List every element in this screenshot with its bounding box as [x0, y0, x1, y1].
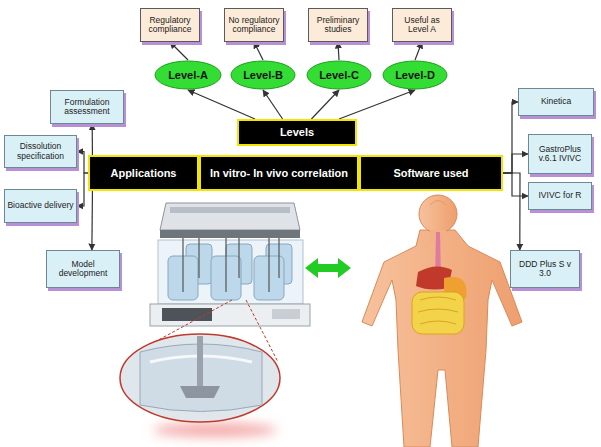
node-text: Applications	[110, 167, 176, 179]
node-text: Software used	[393, 167, 468, 179]
connector-arrow	[77, 152, 88, 174]
node-text: Formulation assessment	[52, 98, 122, 117]
heading-box: In vitro- In vivo correlation	[199, 155, 359, 191]
item-box: Kinetica	[518, 88, 594, 116]
dissolution-apparatus	[150, 203, 310, 326]
node-text: Regulatory compliance	[142, 16, 198, 35]
level-outcome-box: Regulatory compliance	[140, 8, 200, 42]
node-text: Level-A	[168, 69, 208, 81]
connector-arrow	[77, 173, 88, 206]
connector-arrow	[503, 154, 528, 173]
level-outcome-box: Useful as Level A	[392, 8, 452, 42]
level-outcome-box: No regulatory compliance	[224, 8, 284, 42]
connector-arrow	[188, 90, 255, 119]
node-text: GastroPlus v.6.1 IVIVC	[530, 145, 590, 164]
node-text: Useful as Level A	[394, 16, 450, 35]
level-oval: Level-A	[154, 60, 222, 90]
magnified-view	[120, 300, 280, 422]
double-arrow	[305, 258, 351, 278]
item-box: Formulation assessment	[50, 90, 124, 124]
node-text: Level-B	[243, 69, 283, 81]
connector-arrow	[503, 173, 520, 250]
node-text: Model development	[48, 260, 118, 279]
item-box: Bioactive delivery	[4, 189, 77, 223]
level-outcome-box: Preliminary studies	[308, 8, 368, 42]
level-oval: Level-B	[230, 60, 296, 90]
connector-arrow	[311, 90, 339, 119]
item-box: DDD Plus S v 3.0	[510, 250, 580, 288]
connector-arrow	[503, 102, 518, 173]
node-text: Dissolution specification	[6, 142, 75, 161]
connector-arrow	[91, 191, 93, 250]
node-text: Levels	[280, 126, 314, 138]
heading-box: Software used	[359, 155, 503, 191]
level-oval: Level-D	[382, 60, 448, 90]
heading-box: Levels	[237, 119, 357, 146]
connector-arrow	[254, 42, 263, 60]
node-text: No regulatory compliance	[226, 16, 282, 35]
connector-arrow	[170, 42, 188, 60]
glow	[153, 423, 277, 437]
node-text: Preliminary studies	[310, 16, 366, 35]
connector-arrow	[415, 42, 422, 60]
node-text: IVIVC for R	[539, 191, 582, 200]
item-box: Model development	[46, 250, 120, 288]
connector-arrow	[92, 124, 93, 155]
heading-box: Applications	[88, 155, 199, 191]
item-box: GastroPlus v.6.1 IVIVC	[528, 134, 592, 174]
node-text: In vitro- In vivo correlation	[210, 167, 348, 179]
item-box: Dissolution specification	[4, 135, 77, 168]
connector-arrow	[503, 173, 528, 196]
connector-arrow	[339, 90, 415, 119]
level-oval: Level-C	[306, 60, 372, 90]
connector-arrow	[263, 90, 283, 119]
node-text: Level-C	[319, 69, 359, 81]
human-figure	[362, 195, 522, 447]
node-text: Kinetica	[541, 97, 571, 106]
connector-arrow	[338, 42, 339, 60]
node-text: DDD Plus S v 3.0	[512, 260, 578, 279]
node-text: Level-D	[395, 69, 435, 81]
item-box: IVIVC for R	[528, 182, 592, 210]
node-text: Bioactive delivery	[7, 201, 73, 210]
